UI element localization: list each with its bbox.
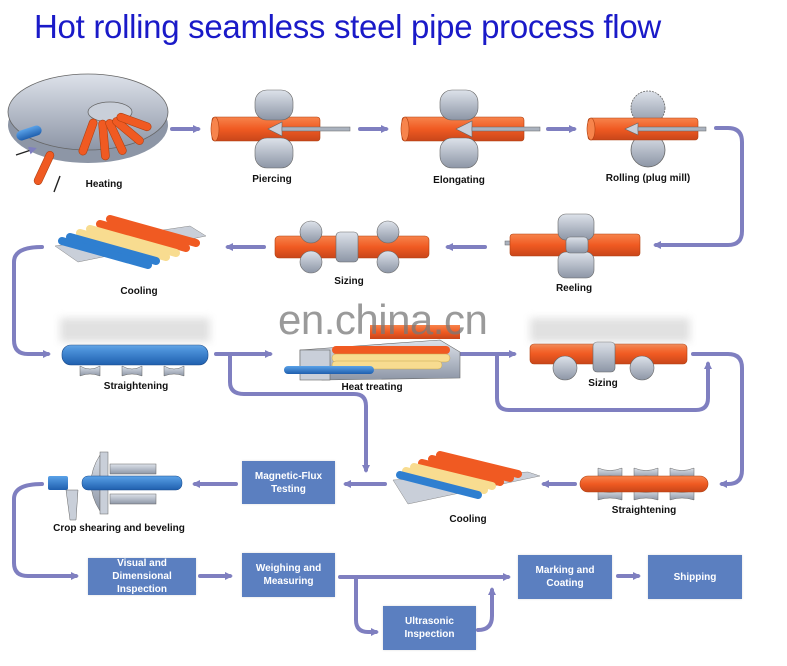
crop-shearing-illustration <box>48 451 183 521</box>
box-text: Testing <box>271 483 306 495</box>
box-text: Dimensional Inspection <box>112 571 172 595</box>
step-label-cooling-1: Cooling <box>120 286 158 297</box>
watermark: en.china.cn <box>278 296 488 343</box>
cooling-illustration-2 <box>392 451 541 505</box>
box-shipping: Shipping <box>648 555 742 599</box>
step-label-cooling-2: Cooling <box>449 514 487 525</box>
heating-furnace-illustration <box>7 73 169 193</box>
step-label-heat-treating: Heat treating <box>341 382 403 393</box>
straightening-illustration-2 <box>579 467 709 501</box>
diagram-title: Hot rolling seamless steel pipe process … <box>34 8 661 45</box>
box-text: Measuring <box>263 576 314 587</box>
sizing-illustration-2 <box>529 341 688 381</box>
connector-arrows <box>12 125 744 636</box>
piercing-illustration <box>210 89 351 169</box>
step-label-straightening-1: Straightening <box>103 381 169 392</box>
box-text: Marking and <box>535 565 595 576</box>
blur-patch <box>60 318 210 342</box>
box-text: Visual and <box>117 558 167 569</box>
rolling-plug-mill-illustration <box>586 90 707 168</box>
arrow-rolling-reeling <box>653 126 744 249</box>
step-label-straightening-2: Straightening <box>611 505 677 516</box>
reeling-illustration <box>504 213 641 279</box>
box-text: Coating <box>546 578 584 589</box>
box-text: Inspection <box>404 629 455 640</box>
straightening-illustration-1 <box>61 344 209 377</box>
arrow-crop-visual <box>12 482 79 580</box>
blur-patch <box>530 318 690 342</box>
step-label-heating: Heating <box>85 179 123 190</box>
heat-treating-illustration <box>284 325 461 381</box>
box-text: Shipping <box>673 571 717 583</box>
step-label-sizing-2: Sizing <box>588 378 618 389</box>
cooling-illustration-1 <box>54 215 207 269</box>
arrow-straightening-bypass <box>228 352 370 473</box>
box-text: Ultrasonic <box>405 616 454 627</box>
step-label-rolling: Rolling (plug mill) <box>605 173 691 184</box>
step-label-crop-shearing: Crop shearing and beveling <box>53 523 185 534</box>
arrow-sizing-straightening <box>691 352 744 488</box>
step-label-piercing: Piercing <box>252 174 292 185</box>
step-label-reeling: Reeling <box>555 283 593 294</box>
arrow-weighing-ultrasonic <box>354 575 379 636</box>
arrow-sizing-bypass <box>495 352 712 412</box>
box-text: Weighing and <box>255 563 322 574</box>
box-text: Magnetic-Flux <box>254 470 323 482</box>
sizing-illustration-1 <box>274 220 430 274</box>
step-label-sizing-1: Sizing <box>334 276 364 287</box>
elongating-illustration <box>400 89 541 169</box>
arrow-cooling-straightening <box>12 245 51 358</box>
arrow-ultrasonic-marking <box>476 587 496 632</box>
step-label-elongating: Elongating <box>433 175 485 186</box>
